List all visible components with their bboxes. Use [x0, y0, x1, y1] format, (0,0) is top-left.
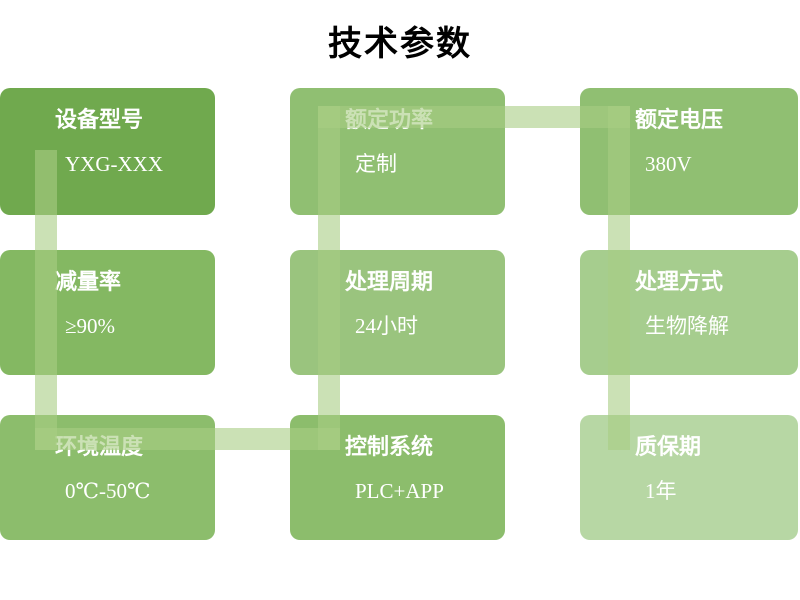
card-label: 处理方式 [635, 269, 724, 294]
card-label: 设备型号 [55, 107, 144, 132]
connector-band-left-vertical [35, 150, 57, 450]
card-value: PLC+APP [355, 478, 444, 503]
card-value: 1年 [645, 478, 677, 503]
card-label: 减量率 [55, 269, 122, 294]
connector-band-top-horizontal [318, 106, 630, 128]
card-label: 处理周期 [345, 269, 434, 294]
card-label: 额定电压 [635, 107, 724, 132]
card-label: 质保期 [635, 434, 702, 459]
card-value: 定制 [355, 151, 397, 176]
card-value: 380V [645, 151, 692, 176]
connector-band-middle-vertical [318, 106, 340, 450]
card-value: 24小时 [355, 313, 418, 338]
card-reduction-rate: 减量率 ≥90% [0, 250, 215, 375]
connector-band-bottom-horizontal [35, 428, 340, 450]
card-value: 生物降解 [645, 313, 729, 338]
card-value: ≥90% [65, 313, 116, 338]
card-device-model: 设备型号 YXG-XXX [0, 88, 215, 215]
page-title: 技术参数 [328, 26, 472, 63]
card-label: 控制系统 [345, 434, 434, 459]
connector-band-right-vertical [608, 106, 630, 450]
card-value: 0℃-50℃ [65, 478, 151, 503]
card-value: YXG-XXX [65, 151, 163, 176]
